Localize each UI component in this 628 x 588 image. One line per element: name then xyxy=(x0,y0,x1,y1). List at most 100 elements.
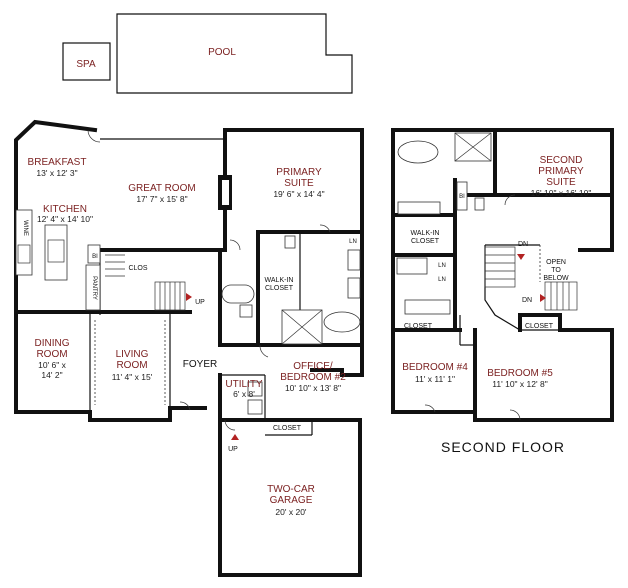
dryer xyxy=(247,381,263,397)
door-swing-3 xyxy=(319,224,331,233)
sf-open-below-1: OPEN xyxy=(546,259,566,266)
ln-label: LN xyxy=(349,239,357,245)
foyer-label: FOYER xyxy=(183,359,217,370)
kitchen-label: KITCHEN xyxy=(43,204,87,215)
sf-bi-label: BI xyxy=(459,194,465,200)
door-swing-4 xyxy=(259,344,269,358)
dining-room-dim-1: 10' 6" x xyxy=(38,360,67,370)
spa-label: SPA xyxy=(76,59,96,70)
sf-open-below-3: BELOW xyxy=(543,275,569,282)
second-floor-caption: SECOND FLOOR xyxy=(441,439,565,455)
sf-closet-label-2: CLOSET xyxy=(525,323,554,330)
door-swing-1 xyxy=(87,129,101,143)
washer xyxy=(247,399,263,415)
bi-label: BI xyxy=(92,254,98,260)
sf-dn-label-2: DN xyxy=(522,297,532,304)
primary-suite-label-2: SUITE xyxy=(284,178,314,189)
sf-door-swing-2 xyxy=(424,404,436,413)
first-floor-stairs xyxy=(105,254,186,311)
great-room-dim: 17' 7" x 15' 8" xyxy=(136,194,187,204)
sf-closet-label-1: CLOSET xyxy=(404,323,433,330)
spa-outline xyxy=(62,42,111,81)
shower-x-2 xyxy=(281,309,323,345)
first-floor-exterior-wall xyxy=(223,128,364,377)
sf-second-primary-label-1: SECOND xyxy=(540,155,583,166)
breakfast-dim: 13' x 12' 3" xyxy=(36,168,77,178)
sf-ln-label-1: LN xyxy=(438,263,446,269)
sf-bath-tub xyxy=(396,257,428,275)
sf-toilet xyxy=(474,197,485,211)
sf-door-swing-3 xyxy=(509,409,521,421)
sf-second-primary-label-2: PRIMARY xyxy=(538,166,584,177)
living-room-dim: 11' 4" x 15' xyxy=(112,372,153,382)
dn-arrow-2 xyxy=(540,294,546,302)
sf-second-primary-dim: 16' 10" x 16' 10" xyxy=(531,188,592,198)
sf-dn-label-1: DN xyxy=(518,241,528,248)
clos-label: CLOS xyxy=(128,265,147,272)
great-room-label: GREAT ROOM xyxy=(128,183,195,194)
sf-bi-box xyxy=(456,181,468,211)
sf-bedroom-5-label: BEDROOM #5 xyxy=(487,368,553,379)
vanity-1 xyxy=(347,249,361,271)
breakfast-label: BREAKFAST xyxy=(28,157,87,168)
garage-walls xyxy=(218,403,362,577)
utility-label: UTILITY xyxy=(225,379,263,390)
primary-suite-label-1: PRIMARY xyxy=(276,167,322,178)
kitchen-island xyxy=(44,224,68,281)
second-floor: SECOND PRIMARY SUITE 16' 10" x 16' 10" B… xyxy=(391,128,614,455)
dining-room-dim-2: 14' 2" xyxy=(41,370,62,380)
garage-label-2: GARAGE xyxy=(270,495,313,506)
primary-tub xyxy=(221,284,255,304)
walk-in-closet-label-1: WALK-IN xyxy=(265,277,294,284)
office-dim: 10' 10" x 13' 8" xyxy=(285,383,341,393)
office-label-2: BEDROOM #2 xyxy=(280,372,346,383)
range xyxy=(17,244,31,264)
garage-label-1: TWO-CAR xyxy=(267,484,315,495)
primary-suite-dim: 19' 6" x 14' 4" xyxy=(273,189,324,199)
sf-walk-in-label-1: WALK-IN xyxy=(411,230,440,237)
sf-ln-label-2: LN xyxy=(438,277,446,283)
wine-cabinet xyxy=(15,209,33,276)
sf-bedroom-4-dim: 11' x 11' 1" xyxy=(415,374,455,384)
pool-outline xyxy=(116,13,353,94)
dining-room-label-1: DINING xyxy=(35,338,70,349)
sf-walk-in-label-2: CLOSET xyxy=(411,238,440,245)
sf-tub xyxy=(397,140,439,164)
sf-door-swing-1 xyxy=(504,194,516,206)
second-floor-stairs xyxy=(484,246,578,311)
dining-room-label-2: ROOM xyxy=(36,349,67,360)
kitchen-sink xyxy=(47,239,65,263)
sf-shower-x-2 xyxy=(454,132,492,162)
sf-bedroom-5-dim: 11' 10" x 12' 8" xyxy=(492,379,547,389)
pool-label: POOL xyxy=(208,47,236,58)
garage-up-label: UP xyxy=(228,446,238,453)
stairs-up-label: UP xyxy=(195,299,205,306)
bi-box xyxy=(87,244,101,264)
second-floor-exterior-wall xyxy=(391,128,614,252)
sink-1 xyxy=(239,304,253,318)
garage-dim: 20' x 20' xyxy=(275,507,307,517)
kitchen-dim: 12' 4" x 14' 10" xyxy=(37,214,93,224)
pantry-label: PANTRY xyxy=(91,276,97,300)
sf-second-primary-label-3: SUITE xyxy=(546,177,576,188)
sf-vanity-2 xyxy=(404,299,451,315)
vanity-2 xyxy=(347,277,361,299)
living-room-label-2: ROOM xyxy=(116,360,147,371)
garage-up-arrow xyxy=(231,434,239,440)
dn-arrow-1 xyxy=(517,254,525,260)
office-label-1: OFFICE/ xyxy=(293,361,333,372)
walk-in-closet-label-2: CLOSET xyxy=(265,285,294,292)
door-swing-2 xyxy=(229,239,241,251)
sf-bedroom-4-label: BEDROOM #4 xyxy=(402,362,468,373)
toilet-1 xyxy=(284,235,296,249)
stairs-up-arrow xyxy=(186,293,192,301)
sf-open-below-2: TO xyxy=(551,267,561,274)
living-room-label-1: LIVING xyxy=(116,349,149,360)
outdoor-area: SPA POOL xyxy=(62,13,353,94)
first-floor: BREAKFAST 13' x 12' 3" KITCHEN 12' 4" x … xyxy=(14,119,364,577)
sf-vanity xyxy=(397,201,441,215)
wine-label: WINE xyxy=(22,220,28,236)
door-swing-6 xyxy=(224,419,236,431)
freestanding-tub xyxy=(323,311,361,333)
